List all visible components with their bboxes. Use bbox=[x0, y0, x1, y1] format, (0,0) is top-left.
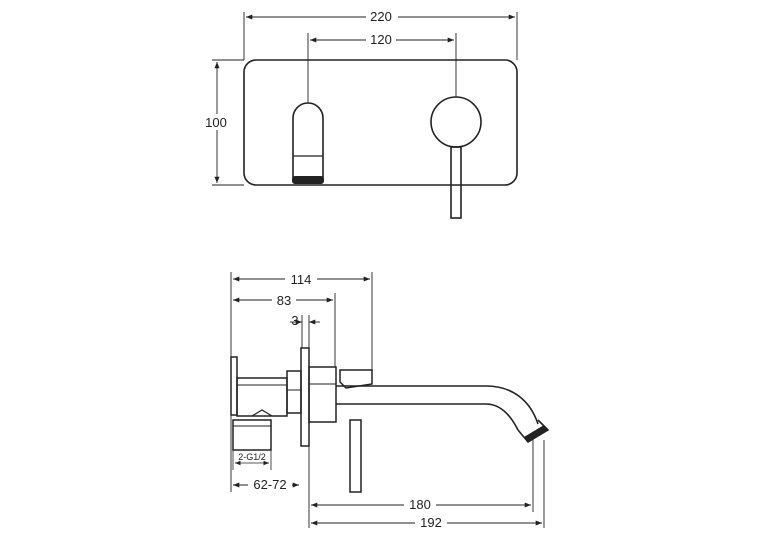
dim-thread: 2-G1/2 bbox=[232, 450, 272, 470]
label-180: 180 bbox=[409, 497, 431, 512]
dim-192: 192 bbox=[311, 440, 545, 530]
dim-180: 180 bbox=[308, 435, 534, 528]
rear-flange bbox=[230, 356, 238, 416]
dim-83: 83 bbox=[233, 292, 336, 367]
hub bbox=[308, 366, 337, 423]
inlet-connection bbox=[232, 419, 272, 451]
side-view: 114 83 3 2-G1/2 62-72 bbox=[230, 271, 550, 530]
connector-block bbox=[286, 370, 302, 414]
label-114: 114 bbox=[291, 272, 312, 287]
label-62-72: 62-72 bbox=[253, 477, 286, 492]
label-120: 120 bbox=[370, 32, 392, 47]
side-lever bbox=[349, 419, 362, 493]
label-thread: 2-G1/2 bbox=[238, 452, 266, 462]
dim-centers-width: 120 bbox=[307, 32, 457, 103]
spout-body bbox=[336, 385, 539, 431]
spout-outlet bbox=[292, 102, 324, 184]
label-3: 3 bbox=[291, 313, 298, 328]
wall-plate bbox=[300, 347, 310, 447]
label-220: 220 bbox=[370, 9, 392, 24]
dim-overall-width: 220 bbox=[243, 8, 518, 60]
dim-3: 3 bbox=[290, 313, 320, 348]
aerator bbox=[292, 176, 324, 184]
dim-height: 100 bbox=[200, 59, 244, 186]
label-100: 100 bbox=[205, 115, 227, 130]
lever-handle bbox=[430, 96, 482, 219]
backplate-outline bbox=[243, 59, 518, 186]
dim-114: 114 bbox=[230, 271, 373, 370]
dim-wall-adjust: 62-72 bbox=[230, 415, 299, 492]
front-view: 220 120 100 bbox=[200, 8, 518, 219]
label-192: 192 bbox=[420, 515, 442, 530]
label-83: 83 bbox=[277, 293, 291, 308]
